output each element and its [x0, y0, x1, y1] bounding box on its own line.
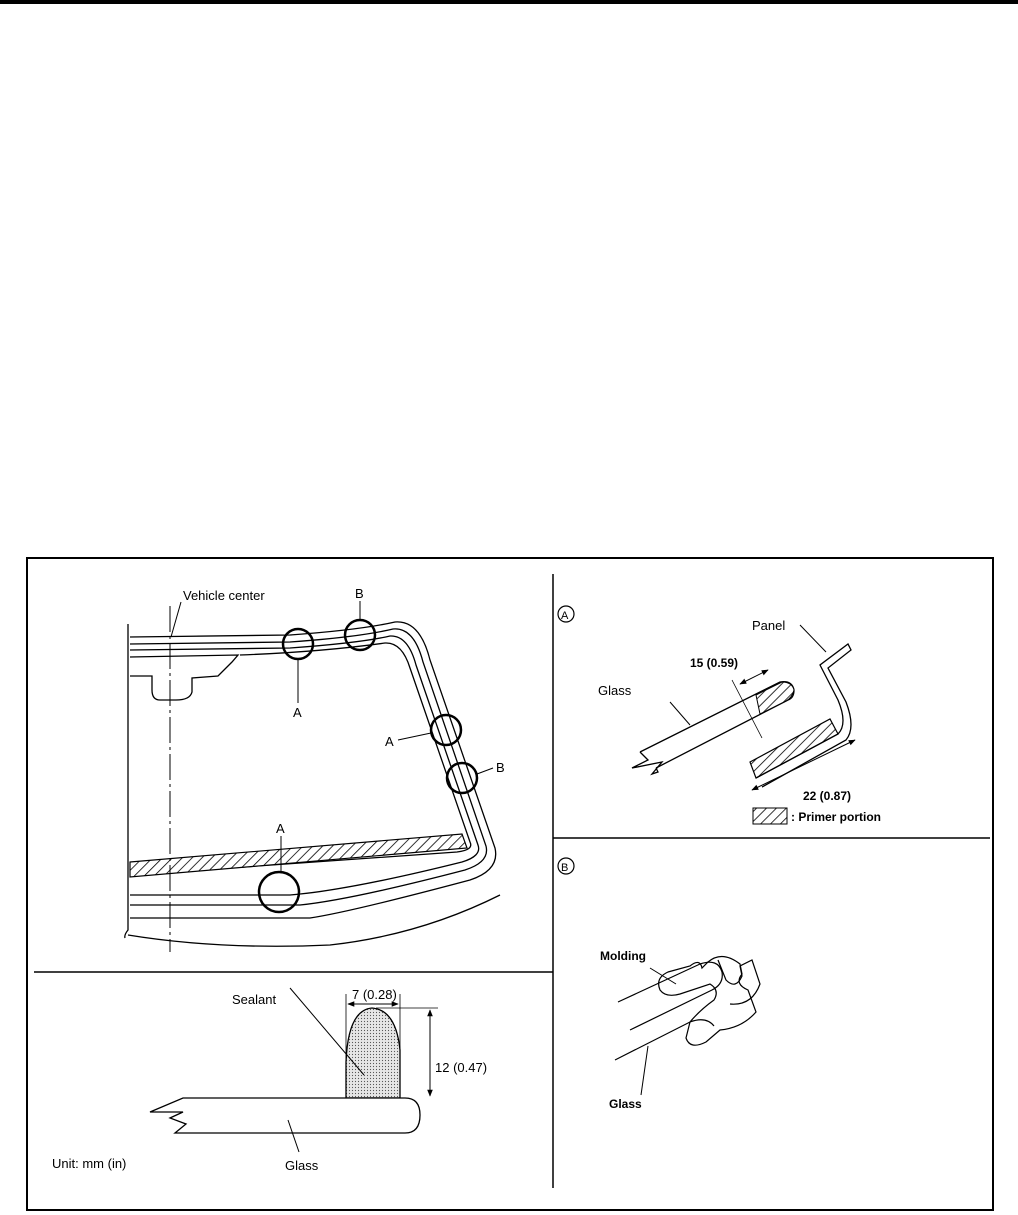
dim-width-label: 7 (0.28) — [352, 987, 397, 1002]
body-lower-edge — [127, 894, 501, 947]
callout-a-circle-top — [281, 627, 315, 661]
detail-b-marker-circle — [557, 857, 575, 875]
detail-a-glass-leader — [669, 701, 691, 726]
dim-panel-label: 22 (0.87) — [803, 789, 851, 803]
molding-profile — [658, 955, 757, 1046]
sealant-leader — [289, 987, 365, 1076]
callout-b-label-side: B — [496, 760, 505, 775]
primer-legend-text: : Primer portion — [791, 810, 881, 824]
detail-a-marker-circle — [557, 605, 575, 623]
sealant-label: Sealant — [232, 992, 276, 1007]
dim-glass-arrow — [739, 669, 769, 685]
callout-a-circle-side — [429, 713, 463, 747]
sealant-glass-label: Glass — [285, 1158, 319, 1173]
dim-panel-arrow — [751, 739, 856, 791]
molding-glass-bottom — [614, 1019, 715, 1061]
page-top-rule — [0, 0, 1018, 4]
windshield-outer-edge — [129, 621, 497, 919]
vehicle-center-leader — [170, 601, 182, 638]
sealant-section — [149, 1007, 421, 1134]
instrument-housing — [129, 654, 240, 701]
glass-primer-area — [755, 681, 795, 715]
dim-glass-extension — [731, 679, 763, 739]
dim-glass-label: 15 (0.59) — [690, 656, 738, 670]
callout-b-circle-side — [445, 761, 479, 795]
windshield-inner-edge — [129, 642, 472, 876]
callout-leaders — [280, 601, 494, 872]
molding-glass-top — [617, 961, 723, 1031]
primer-strip — [129, 833, 468, 878]
panel-flange — [755, 643, 852, 788]
detail-b-glass-leader — [640, 1045, 649, 1096]
callout-a-label-bottom: A — [276, 821, 285, 836]
callout-a-label-side: A — [385, 734, 394, 749]
windshield-edge-3 — [129, 635, 480, 896]
dim-height-label: 12 (0.47) — [435, 1060, 487, 1075]
sealant-bead — [345, 1007, 401, 1099]
detail-b-glass-label: Glass — [609, 1097, 642, 1111]
figure-frame — [26, 557, 994, 1211]
windshield-view — [124, 621, 501, 947]
body-side-edge — [124, 624, 129, 939]
sealant-glass — [149, 1097, 421, 1134]
molding-clip — [717, 959, 761, 1005]
panel-leader — [799, 624, 827, 653]
callout-a-circle-bottom — [257, 870, 301, 914]
unit-label: Unit: mm (in) — [52, 1156, 126, 1171]
callout-b-label-top: B — [355, 586, 364, 601]
glass-break-edge — [631, 751, 664, 776]
molding-label: Molding — [600, 949, 646, 963]
windshield-edge-2 — [129, 628, 488, 906]
panel-label: Panel — [752, 618, 785, 633]
detail-a-glass-label: Glass — [598, 683, 632, 698]
vehicle-center-label: Vehicle center — [183, 588, 265, 603]
sealant-glass-leader — [287, 1119, 300, 1153]
molding-leader — [649, 967, 677, 985]
callout-a-label-top: A — [293, 705, 302, 720]
detail-b-drawing — [614, 955, 761, 1061]
detail-a-marker: A — [561, 610, 569, 622]
primer-legend-swatch — [752, 807, 788, 825]
detail-b-marker: B — [561, 862, 568, 874]
